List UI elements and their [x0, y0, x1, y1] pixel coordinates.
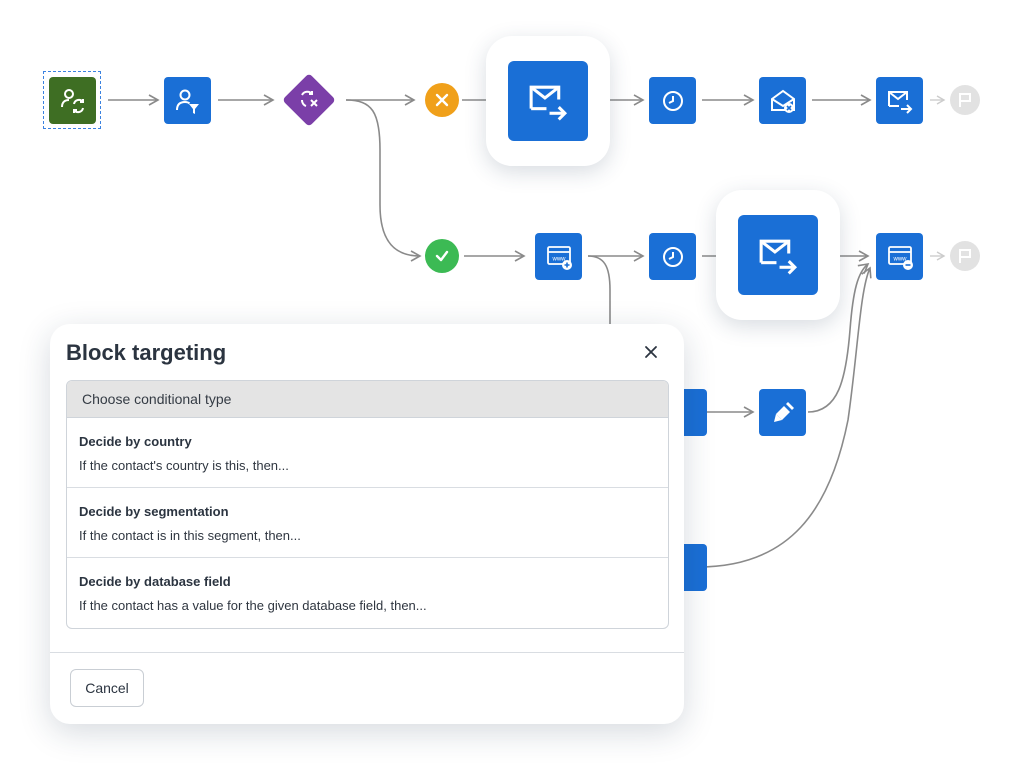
email-send-icon [759, 239, 798, 275]
option-title: Decide by country [79, 434, 192, 449]
success-node[interactable] [425, 239, 459, 273]
wait-node-2[interactable] [649, 233, 696, 280]
flag-icon [959, 93, 971, 107]
x-icon [435, 93, 449, 107]
option-decide-by-database-field[interactable]: Decide by database field If the contact … [67, 558, 668, 628]
update-field-node[interactable] [759, 389, 806, 436]
close-icon [645, 346, 657, 358]
end-node[interactable] [950, 85, 980, 115]
option-description: If the contact is in this segment, then.… [79, 528, 301, 543]
option-title: Decide by database field [79, 574, 231, 589]
send-email-node-2[interactable] [876, 77, 923, 124]
modal-divider [50, 652, 684, 653]
browser-minus-icon: www [887, 245, 913, 270]
wait-node[interactable] [649, 77, 696, 124]
check-icon [435, 250, 449, 262]
modal-title: Block targeting [66, 340, 227, 365]
send-email-node-box [508, 61, 588, 141]
option-title: Decide by segmentation [79, 504, 229, 519]
option-description: If the contact has a value for the given… [79, 598, 427, 613]
send-email-node[interactable] [486, 36, 610, 166]
shuffle-cross-icon [301, 90, 318, 107]
end-node-2[interactable] [950, 241, 980, 271]
connector [807, 262, 870, 413]
email-open-x-icon [770, 89, 795, 113]
web-add-node[interactable]: www [535, 233, 582, 280]
browser-plus-icon: www [546, 245, 572, 270]
send-email-node-3[interactable] [716, 190, 840, 320]
web-remove-node[interactable]: www [876, 233, 923, 280]
start-node-box [48, 76, 96, 124]
connector [697, 266, 872, 568]
send-email-node-3-box [738, 215, 818, 295]
option-description: If the contact's country is this, then..… [79, 458, 289, 473]
block-targeting-modal: Block targeting Choose conditional type … [50, 324, 684, 724]
option-decide-by-segmentation[interactable]: Decide by segmentation If the contact is… [67, 488, 668, 558]
clock-icon [662, 90, 683, 111]
filter-node[interactable] [164, 77, 211, 124]
clock-icon [662, 246, 683, 267]
email-send-icon [887, 90, 912, 114]
cancel-button[interactable]: Cancel [70, 669, 144, 707]
start-node[interactable] [43, 71, 101, 129]
connector [345, 99, 422, 262]
email-bounce-node[interactable] [759, 77, 806, 124]
option-decide-by-country[interactable]: Decide by country If the contact's count… [67, 418, 668, 488]
connector [587, 255, 611, 326]
contact-refresh-icon [61, 89, 84, 114]
decision-node[interactable] [282, 73, 336, 127]
list-header: Choose conditional type [67, 381, 668, 418]
email-send-icon [529, 85, 568, 121]
flag-icon [959, 249, 971, 263]
contact-filter-icon [175, 89, 199, 114]
pen-icon [773, 401, 794, 422]
close-button[interactable] [640, 341, 662, 363]
fail-node[interactable] [425, 83, 459, 117]
svg-text:www: www [892, 256, 907, 262]
conditional-type-list: Choose conditional type Decide by countr… [66, 380, 669, 629]
svg-text:www: www [551, 256, 566, 262]
